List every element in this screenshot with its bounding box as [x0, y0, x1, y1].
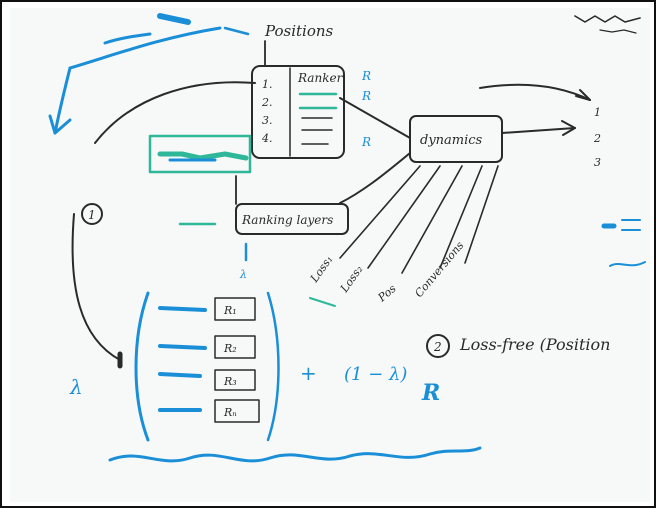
dynamics-top-arc-arrow	[479, 83, 591, 101]
loss-free-label: Loss-free (Position	[459, 335, 610, 354]
dynamics-box: dynamics	[409, 115, 503, 163]
svg-text:1.: 1.	[262, 78, 273, 91]
arrow-into-positions	[94, 81, 256, 144]
svg-text:Loss₂: Loss₂	[337, 263, 365, 296]
vector-entries: R₁ R₂ R₃ Rₙ	[158, 297, 260, 423]
svg-text:Rₙ: Rₙ	[223, 406, 237, 419]
top-right-scribble	[574, 15, 641, 23]
svg-text:3: 3	[594, 156, 601, 169]
whiteboard: Positions Ranker 1. 2. 3. 4. R	[10, 8, 650, 502]
positions-label: Positions	[264, 22, 334, 40]
plus-sign: +	[300, 361, 317, 385]
svg-text:2.: 2.	[261, 96, 273, 109]
svg-text:R: R	[361, 69, 371, 83]
ranking-layers-box: Ranking layers	[235, 203, 349, 235]
svg-text:R: R	[361, 89, 371, 103]
teal-dash-under-labels	[309, 297, 336, 307]
ranking-layers-label: Ranking layers	[241, 213, 333, 227]
svg-text:2: 2	[593, 132, 601, 145]
ranker-to-dynamics-line	[339, 97, 411, 139]
lambda-label: λ	[69, 375, 83, 399]
vector-bracket	[134, 291, 280, 442]
diagonal-labels: Loss₁ Loss₂ Pos Conversions	[307, 239, 466, 305]
top-right-scribble-2	[599, 29, 637, 34]
teal-feature-box	[148, 134, 252, 174]
dynamics-to-ranking-curve	[339, 152, 411, 204]
svg-text:2: 2	[433, 340, 442, 354]
one-minus-lambda: (1 − λ)	[344, 364, 407, 385]
ranker-header: Ranker	[297, 71, 344, 85]
dynamics-diagonal-lines	[339, 165, 499, 274]
arrow-to-vector	[71, 213, 123, 369]
circled-number-1: 1	[81, 203, 103, 225]
svg-text:Pos: Pos	[375, 282, 399, 305]
svg-text:Loss₁: Loss₁	[307, 253, 335, 286]
right-edge-blue-marks	[601, 219, 646, 267]
svg-text:1: 1	[594, 106, 601, 119]
bottom-wave	[108, 446, 482, 463]
svg-text:R₁: R₁	[223, 304, 237, 317]
svg-text:4.: 4.	[261, 132, 273, 145]
dynamics-label: dynamics	[420, 133, 483, 148]
svg-text:R₂: R₂	[223, 342, 237, 355]
r-symbol: R	[421, 380, 440, 406]
svg-text:1: 1	[88, 208, 96, 222]
circled-number-2: 2	[426, 334, 450, 358]
svg-text:R: R	[361, 135, 371, 149]
blue-mark-below: λ	[239, 268, 247, 281]
dynamics-output-arrow	[501, 120, 576, 136]
svg-text:3.: 3.	[262, 114, 273, 127]
ranker-box: Ranker 1. 2. 3. 4. R R R	[251, 65, 371, 159]
top-left-blue-scribble	[48, 13, 250, 135]
svg-text:R₃: R₃	[223, 375, 237, 388]
whiteboard-sketch: Positions Ranker 1. 2. 3. 4. R	[48, 13, 646, 463]
svg-text:Conversions: Conversions	[412, 239, 466, 300]
ranked-list: 1 2 3	[593, 106, 601, 169]
